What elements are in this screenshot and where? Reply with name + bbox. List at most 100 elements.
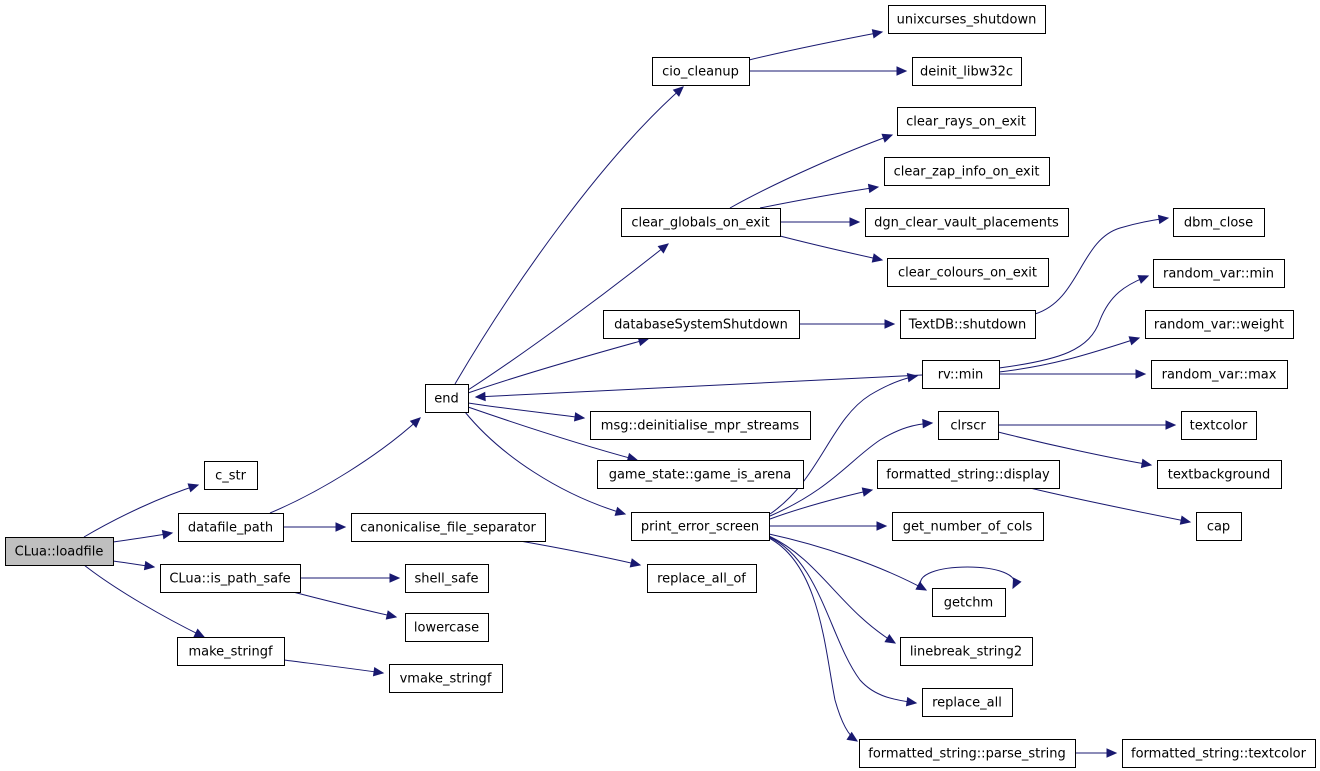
node-label: formatted_string::display (886, 468, 1050, 483)
edge-cio_cleanup-to-deinit_libw32c (749, 66, 908, 76)
node-box (603, 310, 800, 339)
node-textcolor[interactable]: textcolor (1181, 411, 1257, 440)
edge-rv_min-to-rv_var_weight (998, 336, 1141, 373)
edge-line (519, 540, 641, 566)
node-box (1196, 512, 1242, 541)
node-box (652, 57, 750, 86)
node-datafile-path[interactable]: datafile_path (178, 513, 284, 542)
node-label: rv::min (938, 368, 984, 383)
node-cap[interactable]: cap (1196, 512, 1242, 541)
arrowhead-icon (871, 253, 884, 263)
arrowhead-icon (573, 412, 586, 422)
edge-clrscr-to-textbackground (997, 431, 1153, 469)
arrowhead-icon (846, 731, 859, 742)
node-label: textbackground (1168, 468, 1271, 483)
arrowhead-icon (1106, 748, 1118, 758)
edge-loadfile-to-datafile_path (112, 529, 174, 543)
node-fs-parse[interactable]: formatted_string::parse_string (859, 739, 1076, 768)
node-replace-all[interactable]: replace_all (922, 688, 1013, 717)
node-label: print_error_screen (641, 520, 759, 535)
node-box (5, 537, 114, 566)
edge-line (768, 535, 896, 644)
arrowhead-icon (193, 628, 206, 638)
call-nodes: CLua::loadfile c_strdatafile_pathCLua::is… (5, 5, 1316, 768)
arrowhead-icon (922, 418, 934, 429)
node-clear-colours[interactable]: clear_colours_on_exit (887, 258, 1049, 287)
edge-line (919, 566, 1016, 589)
edge-rv_min-to-rv_var_min (998, 275, 1150, 369)
node-clear-rays[interactable]: clear_rays_on_exit (897, 107, 1036, 136)
node-linebreak[interactable]: linebreak_string2 (900, 637, 1033, 666)
node-label: CLua::is_path_safe (169, 572, 290, 587)
node-msg-deinit[interactable]: msg::deinitialise_mpr_streams (590, 411, 811, 440)
node-rv-var-min[interactable]: random_var::min (1153, 259, 1285, 288)
node-textbackground[interactable]: textbackground (1157, 460, 1282, 489)
node-clear-zap[interactable]: clear_zap_info_on_exit (884, 157, 1050, 186)
edge-textdb_shutdown-to-dbm_close (1034, 214, 1170, 315)
node-replace-all-of[interactable]: replace_all_of (647, 564, 757, 593)
node-label: get_number_of_cols (903, 520, 1033, 535)
edge-print_error-to-linebreak (768, 535, 897, 644)
arrowhead-icon (161, 529, 174, 540)
node-fs-textcolor[interactable]: formatted_string::textcolor (1122, 739, 1316, 768)
node-box (922, 360, 1000, 389)
node-loadfile[interactable]: CLua::loadfile (5, 537, 114, 566)
node-box (351, 513, 546, 542)
node-box (204, 461, 258, 490)
arrowhead-icon (1135, 369, 1147, 379)
arrowhead-icon (867, 183, 880, 194)
node-print-error[interactable]: print_error_screen (631, 512, 770, 541)
edge-line (83, 484, 199, 538)
node-label: canonicalise_file_separator (360, 521, 536, 536)
node-end[interactable]: end (425, 384, 469, 413)
node-clear-globals[interactable]: clear_globals_on_exit (621, 208, 781, 237)
node-label: formatted_string::textcolor (1131, 747, 1307, 762)
edge-line (1029, 487, 1191, 523)
node-lowercase[interactable]: lowercase (405, 613, 489, 642)
node-clrscr[interactable]: clrscr (938, 411, 999, 440)
node-label: random_var::max (1162, 368, 1277, 383)
node-unixcurses[interactable]: unixcurses_shutdown (888, 5, 1046, 34)
edge-loadfile-to-is_path_safe (112, 560, 156, 571)
node-is-path-safe[interactable]: CLua::is_path_safe (160, 564, 301, 593)
node-box (160, 564, 301, 593)
edge-is_path_safe-to-shell_safe (300, 573, 401, 583)
arrowhead-icon (871, 29, 884, 39)
node-get-cols[interactable]: get_number_of_cols (892, 512, 1044, 541)
edge-end-to-cio_cleanup (454, 86, 684, 385)
node-rv-min[interactable]: rv::min (922, 360, 1000, 389)
node-shell-safe[interactable]: shell_safe (405, 564, 489, 593)
node-dbm-close[interactable]: dbm_close (1173, 208, 1265, 237)
node-box (892, 512, 1044, 541)
node-c-str[interactable]: c_str (204, 461, 258, 490)
node-make-stringf[interactable]: make_stringf (177, 637, 285, 666)
edge-dbsys_shutdown-to-textdb_shutdown (799, 319, 896, 329)
node-fs-display[interactable]: formatted_string::display (877, 460, 1060, 489)
node-rv-var-weight[interactable]: random_var::weight (1145, 310, 1294, 339)
node-box (178, 513, 284, 542)
node-deinit-libw32c[interactable]: deinit_libw32c (912, 57, 1022, 86)
edge-line (292, 591, 397, 618)
node-game-is-arena[interactable]: game_state::game_is_arena (597, 460, 804, 489)
node-canonicalise[interactable]: canonicalise_file_separator (351, 513, 546, 542)
edge-datafile_path-to-canonicalise (283, 522, 347, 532)
node-getchm[interactable]: getchm (932, 588, 1006, 617)
edge-line (759, 186, 879, 209)
edge-line (464, 411, 626, 515)
edge-rv_min-to-end (474, 374, 923, 402)
edge-is_path_safe-to-lowercase (292, 591, 398, 620)
node-vmake-stringf[interactable]: vmake_stringf (389, 664, 503, 693)
node-box (425, 384, 469, 413)
node-rv-var-max[interactable]: random_var::max (1151, 360, 1288, 389)
node-dgn-clear[interactable]: dgn_clear_vault_placements (865, 208, 1069, 237)
node-textdb-shutdown[interactable]: TextDB::shutdown (900, 310, 1036, 339)
edge-getchm-to-getchm (919, 566, 1022, 590)
node-dbsys-shutdown[interactable]: databaseSystemShutdown (603, 310, 800, 339)
node-cio-cleanup[interactable]: cio_cleanup (652, 57, 750, 86)
node-box (1145, 310, 1294, 339)
arrowhead-icon (657, 243, 669, 254)
node-label: clear_rays_on_exit (906, 115, 1026, 130)
node-label: deinit_libw32c (920, 65, 1013, 80)
node-box (631, 512, 770, 541)
